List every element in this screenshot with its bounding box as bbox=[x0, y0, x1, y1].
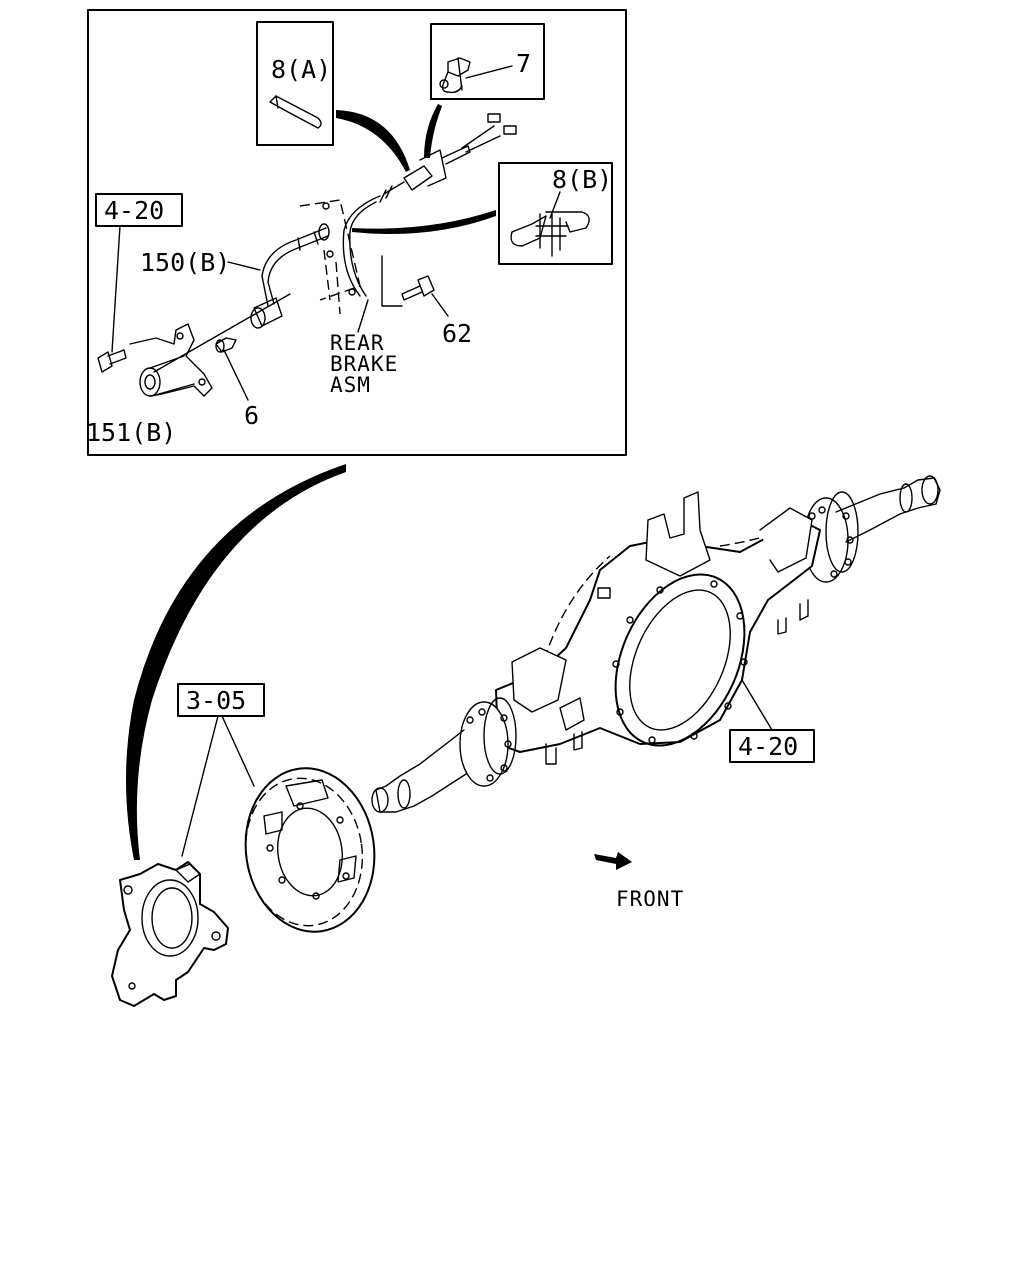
callout-wedge-8b bbox=[352, 210, 496, 234]
bracket-plate bbox=[299, 199, 361, 315]
part-8a-box: 8(A) bbox=[256, 21, 334, 146]
sleeve-part-6 bbox=[215, 337, 249, 401]
part-8b-box: 8(B) bbox=[498, 162, 613, 265]
inset-detail: 8(A) 7 8(B) bbox=[86, 9, 627, 456]
part-7-box: 7 bbox=[430, 23, 545, 100]
ref-3-05: 3-05 bbox=[177, 683, 265, 857]
anchor-bracket bbox=[111, 861, 229, 1007]
rear-brake-line2: BRAKE bbox=[330, 352, 398, 376]
bracket-151b bbox=[129, 323, 213, 397]
ref-4-20-axle-label: 4-20 bbox=[738, 732, 798, 761]
ref-4-20-axle: 4-20 bbox=[729, 679, 815, 763]
left-spindle bbox=[371, 697, 517, 813]
ref-4-20-inset-label: 4-20 bbox=[104, 196, 164, 225]
brake-backing-plate bbox=[244, 767, 376, 933]
housing-bolt-holes bbox=[612, 580, 748, 744]
front-direction-arrow-icon bbox=[594, 852, 632, 870]
leader-line-151b bbox=[153, 293, 291, 373]
part-151b-label: 151(B) bbox=[86, 418, 176, 447]
harness-connector bbox=[379, 113, 517, 203]
part-8a-label: 8(A) bbox=[271, 55, 331, 84]
bolt-icon bbox=[97, 349, 127, 373]
large-callout-arc bbox=[126, 464, 346, 860]
sensor-cable bbox=[342, 195, 381, 297]
callout-wedge-7 bbox=[424, 104, 442, 158]
ref-3-05-label: 3-05 bbox=[186, 686, 246, 715]
part-150b-label: 150(B) bbox=[140, 248, 230, 277]
axle-housing bbox=[495, 475, 941, 765]
part-7-label: 7 bbox=[516, 49, 531, 78]
ref-4-20-inset: 4-20 bbox=[95, 193, 183, 353]
part-8b-label: 8(B) bbox=[552, 165, 612, 194]
front-label: FRONT bbox=[616, 887, 684, 911]
rear-brake-line3: ASM bbox=[330, 373, 371, 397]
part-62-label: 62 bbox=[442, 319, 472, 348]
rear-brake-line1: REAR bbox=[330, 331, 385, 355]
bolt-62-icon bbox=[401, 275, 449, 317]
inset-frame bbox=[87, 9, 627, 456]
tie-clip-icon bbox=[269, 95, 322, 129]
sensor-rod-150b bbox=[250, 223, 330, 329]
connector-icon bbox=[439, 57, 513, 94]
double-clip-icon bbox=[510, 211, 590, 257]
part-6-label: 6 bbox=[244, 401, 259, 430]
right-spindle bbox=[803, 475, 941, 583]
callout-wedge-8a bbox=[336, 110, 410, 172]
dash-bracket bbox=[381, 255, 403, 307]
